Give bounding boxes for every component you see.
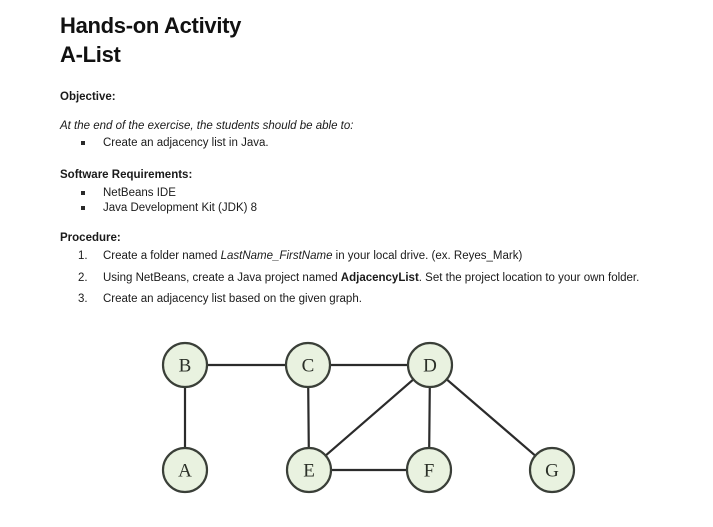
graph-edge-C-E [307,385,310,450]
procedure-item-text: Create an adjacency list based on the gi… [103,293,362,305]
objective-lead-text: At the end of the exercise, the students… [60,120,354,132]
graph-node-label-C: C [302,356,315,377]
software-requirement-item: NetBeans IDE [60,186,257,201]
graph-node-label-F: F [424,461,435,482]
procedure-item-text: Using NetBeans, create a Java project na… [103,271,640,284]
procedure-item-number: 2. [78,271,88,284]
procedure-heading: Procedure: [60,232,121,244]
objective-heading: Objective: [60,91,116,103]
graph-edge-D-E [324,378,415,457]
square-bullet-icon [81,206,85,210]
graph-node-A: A [161,446,209,494]
graph-node-circle-E [285,446,333,494]
graph-node-circle-G [528,446,576,494]
graph-edge-D-G [445,378,537,457]
graph-node-layer: B C D A E F G [161,341,576,494]
objective-item: Create an adjacency list in Java. [60,136,269,151]
graph-node-F: F [405,446,453,494]
procedure-item: 3. Create an adjacency list based on the … [60,292,672,307]
procedure-item-number: 1. [78,250,88,262]
graph-node-label-E: E [303,461,315,482]
square-bullet-icon [81,191,85,195]
software-requirement-item-label: Java Development Kit (JDK) 8 [103,202,258,214]
graph-node-D: D [406,341,454,389]
graph-node-E: E [285,446,333,494]
graph-figure: B C D A E F G [140,330,590,510]
graph-node-circle-B [161,341,209,389]
graph-edge-D-F [428,385,431,450]
software-requirements-heading: Software Requirements: [60,169,193,181]
graph-node-circle-C [284,341,332,389]
square-bullet-icon [81,141,85,145]
page-title: Hands-on Activity [60,13,242,38]
graph-node-C: C [284,341,332,389]
graph-node-label-B: B [179,356,192,377]
procedure-item-text: Create a folder named LastName_FirstName… [103,250,523,262]
graph-node-G: G [528,446,576,494]
procedure-numbered-list: 1. Create a folder named LastName_FirstNa… [60,249,672,314]
objective-bullet-list: Create an adjacency list in Java. [60,136,269,151]
objective-item-label: Create an adjacency list in Java. [103,137,269,149]
graph-edge-layer [183,363,537,472]
graph-node-circle-A [161,446,209,494]
software-requirements-bullet-list: NetBeans IDE Java Development Kit (JDK) 8 [60,186,257,216]
graph-node-label-A: A [178,461,192,482]
graph-node-circle-D [406,341,454,389]
software-requirement-item-label: NetBeans IDE [103,187,176,199]
graph-node-B: B [161,341,209,389]
software-requirement-item: Java Development Kit (JDK) 8 [60,201,257,216]
procedure-item: 1. Create a folder named LastName_FirstNa… [60,249,672,264]
graph-node-label-D: D [423,356,437,377]
graph-node-label-G: G [545,461,559,482]
procedure-item-number: 3. [78,293,88,305]
graph-node-circle-F [405,446,453,494]
graph-svg: B C D A E F G [161,341,576,494]
procedure-item: 2. Using NetBeans, create a Java project … [60,271,672,286]
page-subtitle: A-List [60,42,121,67]
